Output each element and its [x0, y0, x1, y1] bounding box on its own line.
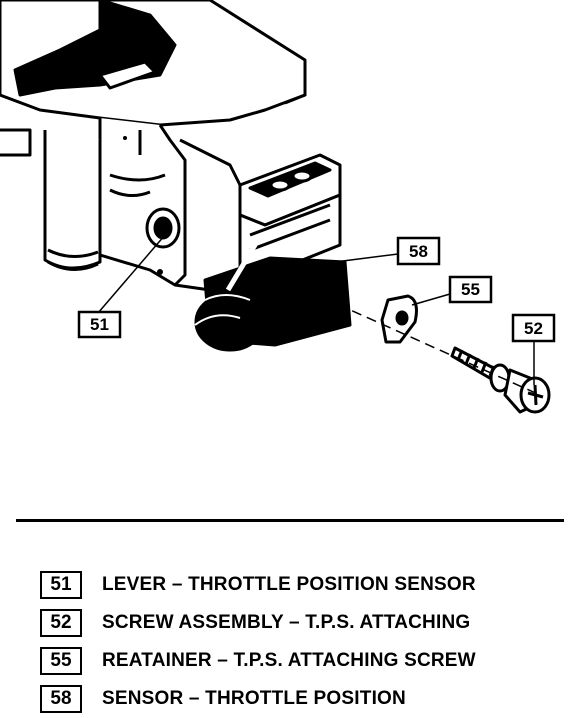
legend-number: 51 [40, 571, 82, 599]
legend-number: 58 [40, 685, 82, 713]
legend-description: LEVER – THROTTLE POSITION SENSOR [102, 574, 476, 595]
callout-51: 51 [77, 310, 122, 339]
divider-line [16, 519, 564, 522]
callout-58-label: 58 [409, 242, 428, 261]
callout-51-label: 51 [90, 315, 109, 334]
legend-description: SCREW ASSEMBLY – T.P.S. ATTACHING [102, 612, 471, 633]
callout-58: 58 [396, 236, 441, 266]
leader-lines [97, 234, 535, 385]
callout-52-label: 52 [524, 319, 543, 338]
callout-55: 55 [448, 275, 493, 304]
callout-52: 52 [511, 313, 556, 343]
throttle-body-housing [0, 0, 307, 292]
legend-item-51: 51 LEVER – THROTTLE POSITION SENSOR [40, 566, 476, 604]
tps-sensor [194, 153, 352, 352]
legend-number: 55 [40, 647, 82, 675]
legend-description: SENSOR – THROTTLE POSITION [102, 688, 406, 709]
throttle-position-sensor-diagram: 51 52 55 58 [0, 0, 556, 414]
legend-number: 52 [40, 609, 82, 637]
legend-item-52: 52 SCREW ASSEMBLY – T.P.S. ATTACHING [40, 604, 476, 642]
legend-item-55: 55 REATAINER – T.P.S. ATTACHING SCREW [40, 642, 476, 680]
retainer [380, 294, 418, 344]
legend-item-58: 58 SENSOR – THROTTLE POSITION [40, 680, 476, 718]
legend-description: REATAINER – T.P.S. ATTACHING SCREW [102, 650, 476, 671]
screw-assembly [450, 346, 551, 414]
legend: 51 LEVER – THROTTLE POSITION SENSOR 52 S… [40, 566, 476, 718]
callout-55-label: 55 [461, 280, 480, 299]
alignment-axis [249, 264, 541, 396]
